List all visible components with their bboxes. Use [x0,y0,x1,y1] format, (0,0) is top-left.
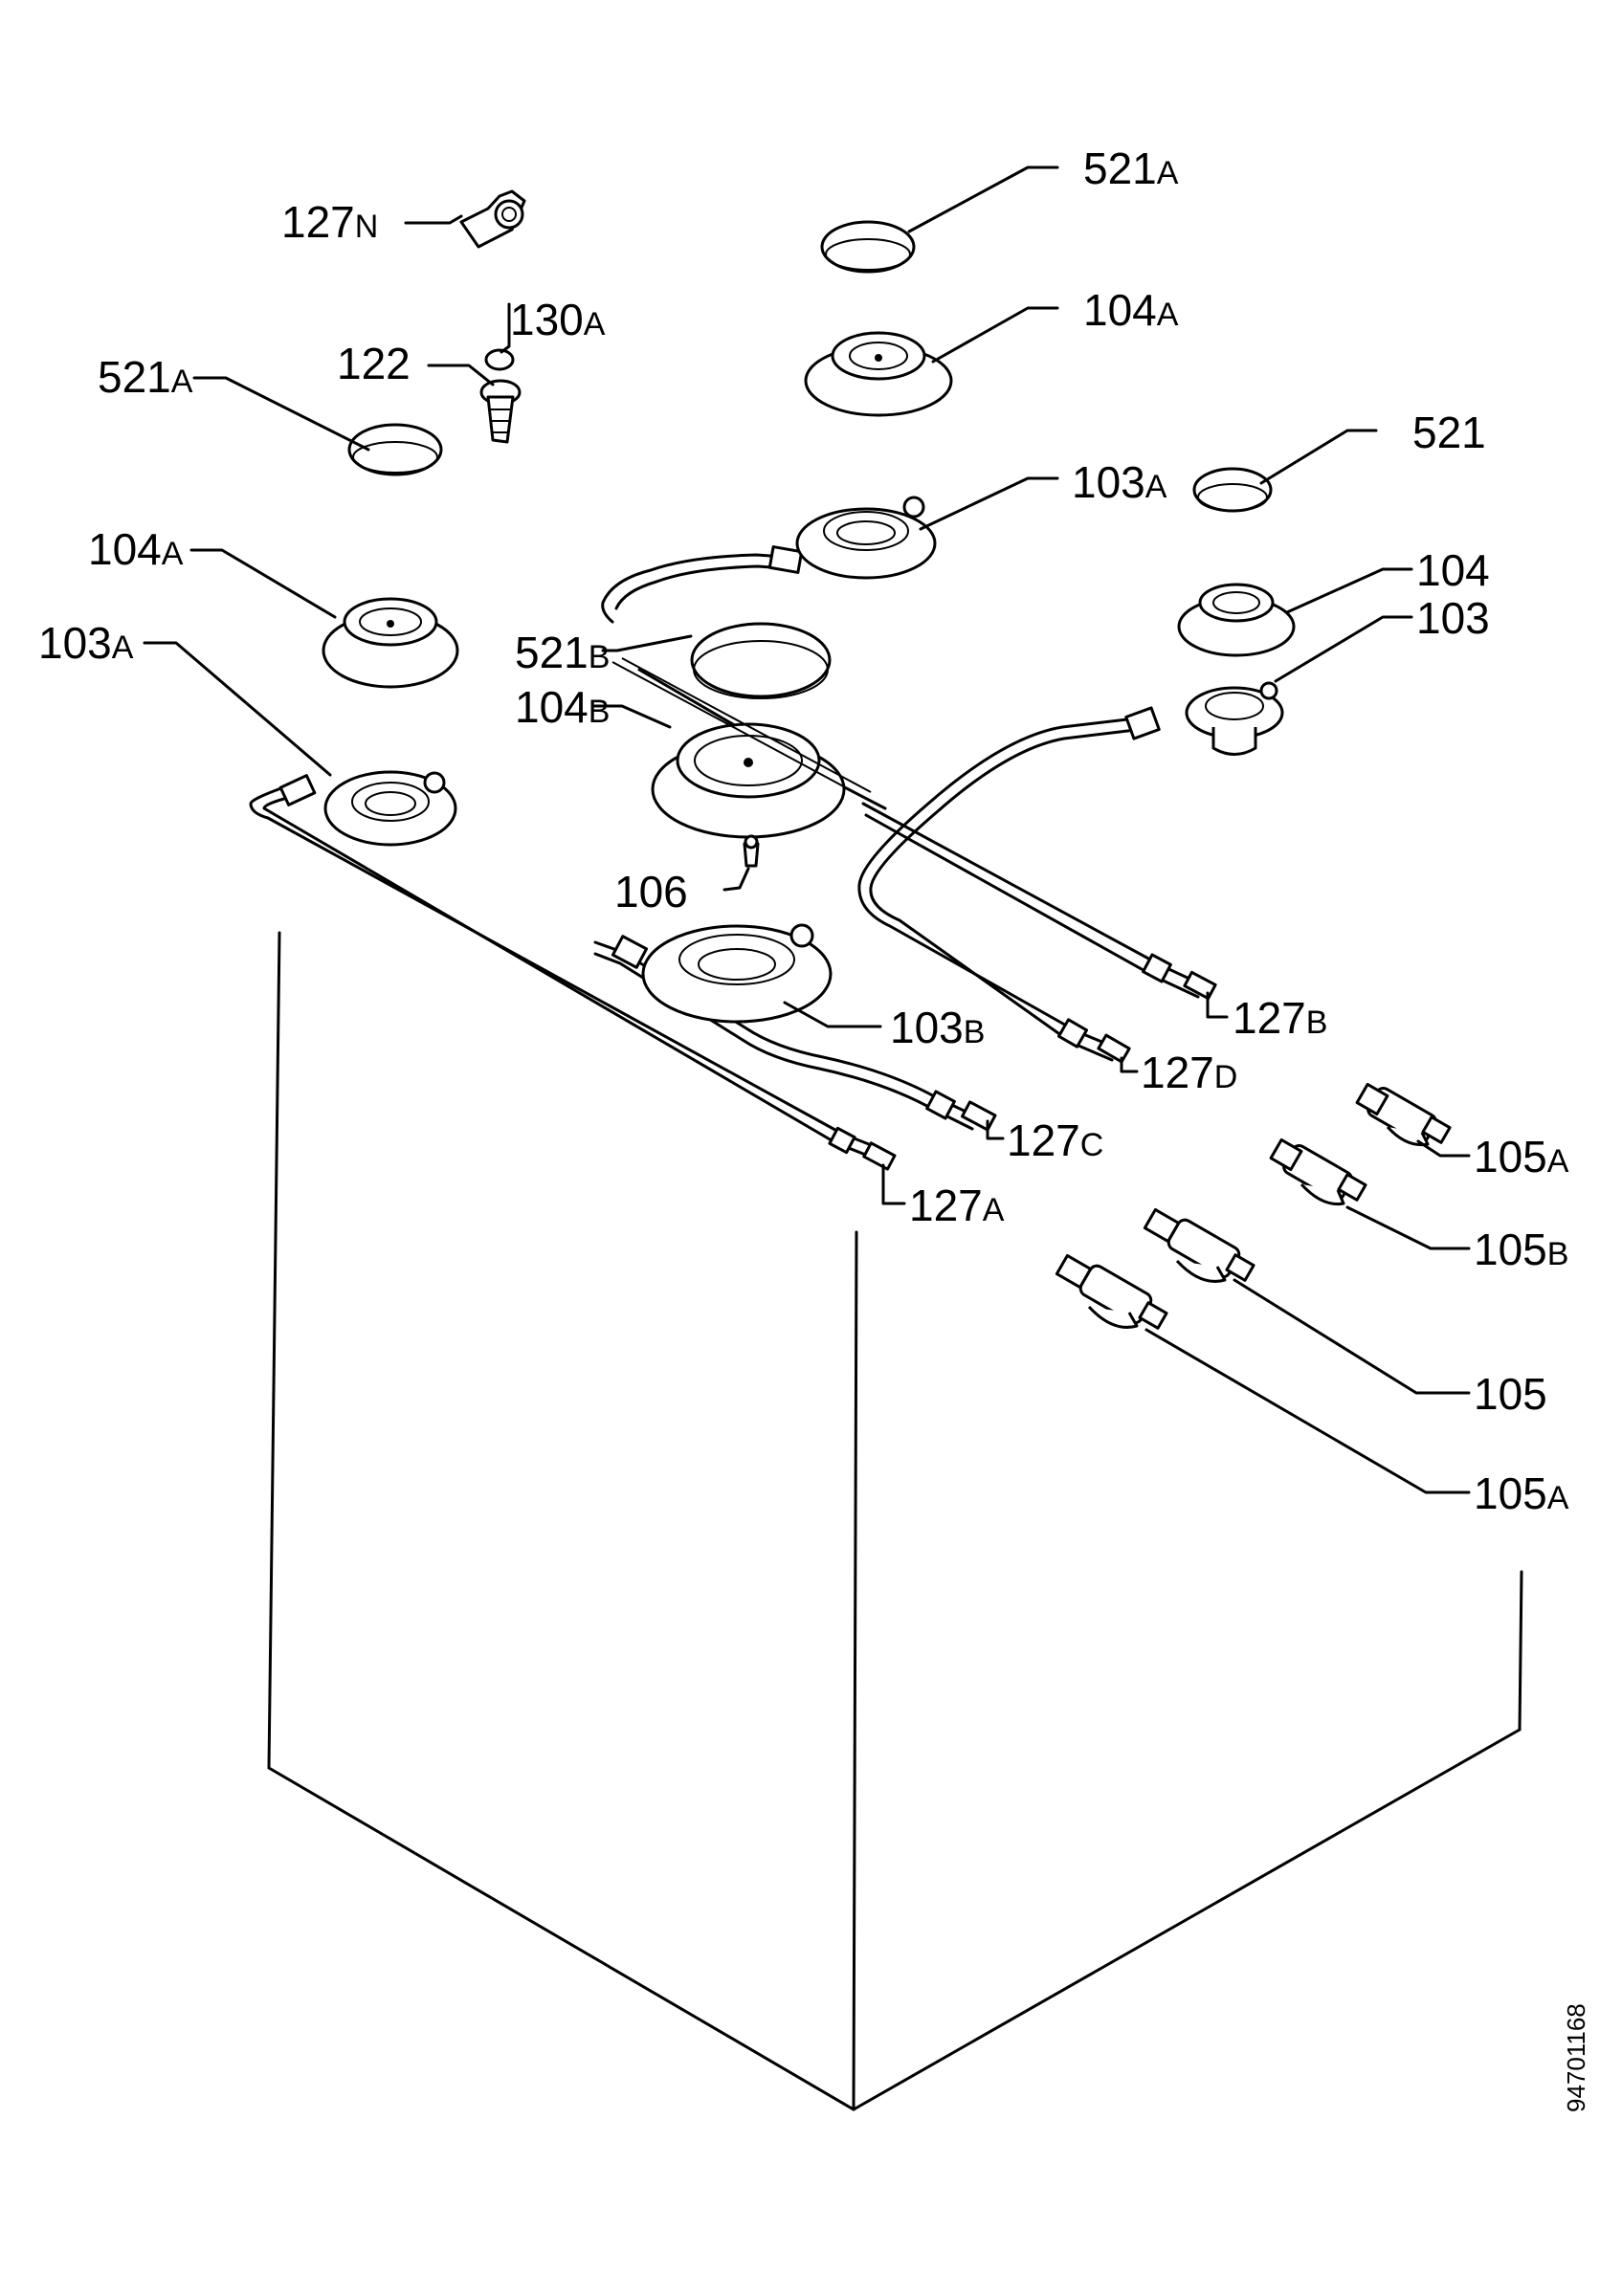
leader-lines [143,166,1471,1494]
burner-crown-104a-top [804,331,953,417]
nut-130a [484,348,515,371]
label-130a: 130A [510,295,606,344]
label-105: 105 [1474,1369,1547,1419]
label-122: 122 [337,339,411,388]
label-105a-top: 105A [1474,1132,1569,1181]
label-103a-mid: 103A [1072,457,1167,507]
burner-cap-521a-left [347,423,443,476]
label-521a-left: 521A [98,352,193,402]
label-521: 521 [1412,408,1486,457]
gas-pipe-127d [857,706,1161,1064]
gas-pipe-127c [593,935,997,1132]
burner-crown-104b [651,722,846,839]
label-104a-left: 104A [88,524,184,574]
burner-base-103a-left [323,770,457,847]
burner-crown-104 [1177,583,1296,657]
label-127c: 127C [1007,1115,1103,1165]
label-104b: 104B [515,682,610,732]
label-105a-bottom: 105A [1474,1468,1569,1518]
label-127d: 127D [1141,1048,1237,1097]
label-521b: 521B [515,628,610,677]
label-103b: 103B [890,1003,985,1052]
nozzle-122 [479,379,522,444]
label-103: 103 [1416,593,1490,643]
label-127a: 127A [909,1181,1005,1230]
valve-105a-top [1355,1082,1452,1147]
label-104: 104 [1416,545,1490,595]
elbow-fitting-127n [459,189,526,249]
drawing-code: 94701168 [1562,2003,1590,2112]
label-104a-top: 104A [1083,285,1179,335]
cabinet-body [267,931,1523,2111]
valve-105b [1269,1137,1367,1206]
burner-base-103b [641,923,833,1024]
burner-cap-521a-top [820,220,916,274]
burner-crown-104a-left [322,597,459,689]
label-127n: 127N [281,197,378,247]
burner-cap-521 [1192,467,1273,513]
injector-106 [743,834,760,868]
label-106: 106 [614,867,688,916]
label-127b: 127B [1233,993,1327,1043]
label-105b: 105B [1474,1225,1568,1274]
gas-pipe-127a [249,774,897,1171]
valve-105 [1143,1207,1255,1283]
label-103a-left: 103A [38,618,134,668]
burner-base-103a-mid [795,496,937,580]
burner-base-103 [1185,681,1284,756]
burner-cap-521b [690,622,832,699]
callout-labels: 127N 521A 130A 122 104A 521A 521 103A 10… [38,144,1569,1518]
label-521a-top: 521A [1083,144,1179,193]
valve-105a-bottom [1055,1253,1168,1330]
